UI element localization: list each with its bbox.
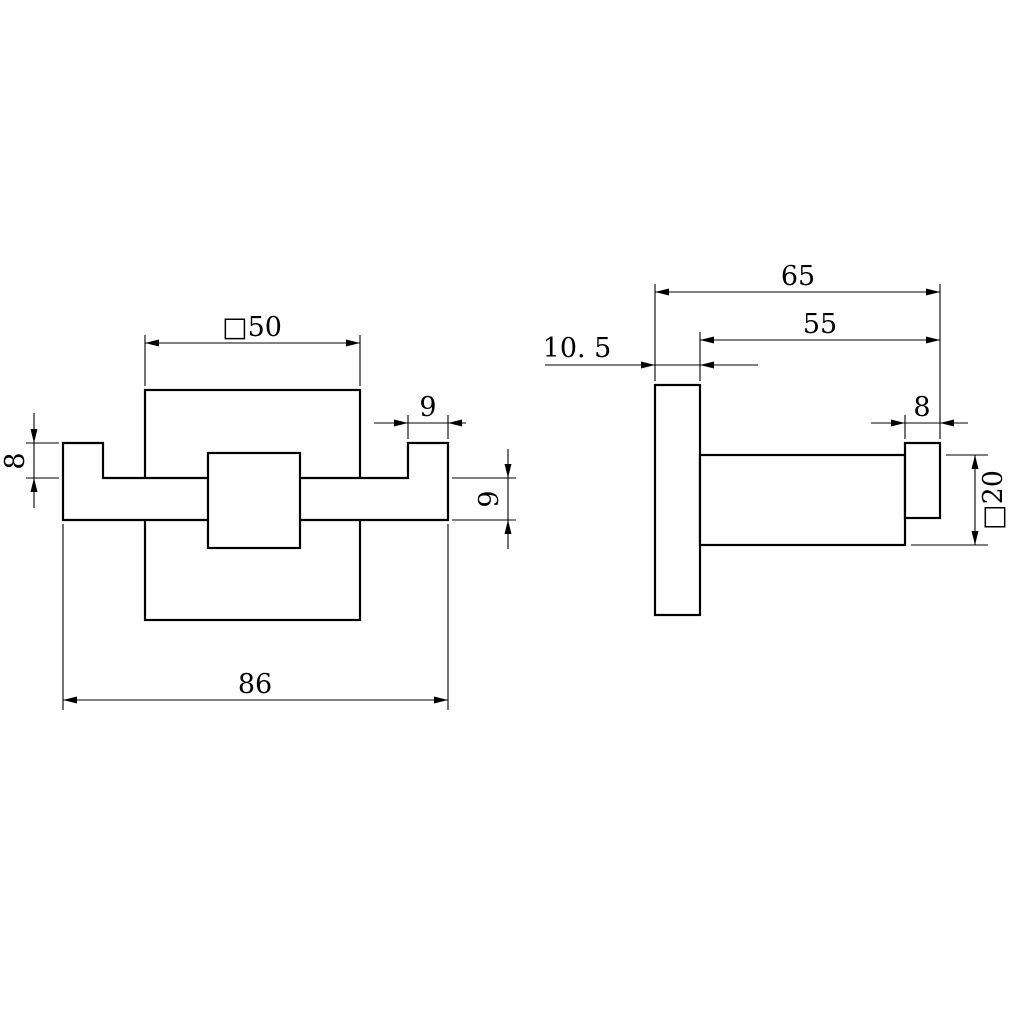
arrowhead-down-icon — [971, 531, 979, 545]
arrowhead-left-icon — [700, 361, 714, 369]
arrowhead-left-icon — [448, 419, 462, 427]
front-view: □50 9 8 9 — [0, 312, 516, 710]
dim-side-hook-depth: 8 — [871, 392, 968, 439]
arrowhead-left-icon — [940, 419, 954, 427]
arrowhead-up-icon — [30, 478, 38, 492]
arrowhead-right-icon — [926, 288, 940, 296]
arrowhead-up-icon — [971, 455, 979, 469]
dim-front-bar-height: 9 — [452, 449, 516, 549]
side-bar-hook — [903, 441, 942, 520]
arrowhead-right-icon — [346, 339, 360, 347]
dim-label-bar-height: 9 — [474, 490, 505, 507]
arrowhead-right-icon — [434, 696, 448, 704]
arrowhead-right-icon — [641, 361, 655, 369]
dim-side-overall-depth: 65 — [654, 261, 941, 439]
dim-label-post-section: □20 — [978, 470, 1009, 530]
arrowhead-right-icon — [891, 419, 905, 427]
arrowhead-down-icon — [30, 429, 38, 443]
dim-front-plate-width: □50 — [144, 312, 361, 386]
dim-label-plate-width: □50 — [222, 312, 282, 343]
dim-label-projection: 55 — [803, 309, 837, 340]
arrowhead-right-icon — [926, 336, 940, 344]
front-center-post — [206, 451, 302, 550]
arrowhead-left-icon — [145, 339, 159, 347]
dim-side-projection: 55 — [699, 309, 940, 381]
side-view: 65 55 10. 5 8 — [543, 261, 1009, 617]
side-wall-plate — [653, 383, 702, 617]
arrowhead-up-icon — [504, 520, 512, 534]
arrowhead-left-icon — [700, 336, 714, 344]
dim-label-hook-tab-height: 8 — [0, 452, 31, 469]
dim-label-plate-thickness: 10. 5 — [543, 333, 612, 364]
arrowhead-left-icon — [63, 696, 77, 704]
dim-label-overall-width: 86 — [238, 669, 272, 700]
dim-side-post-section: □20 — [911, 454, 1009, 546]
dim-front-hook-tab-width: 9 — [374, 392, 466, 439]
arrowhead-right-icon — [394, 419, 408, 427]
dim-front-overall-width: 86 — [62, 524, 449, 710]
arrowhead-down-icon — [504, 464, 512, 478]
dim-label-overall-depth: 65 — [781, 261, 815, 292]
dim-label-hook-depth: 8 — [913, 392, 930, 423]
arrowhead-left-icon — [655, 288, 669, 296]
dim-side-plate-thickness: 10. 5 — [543, 333, 758, 369]
side-post-arm — [698, 453, 907, 547]
dim-label-hook-tab-width: 9 — [419, 392, 436, 423]
dim-front-hook-tab-height: 8 — [0, 413, 59, 508]
